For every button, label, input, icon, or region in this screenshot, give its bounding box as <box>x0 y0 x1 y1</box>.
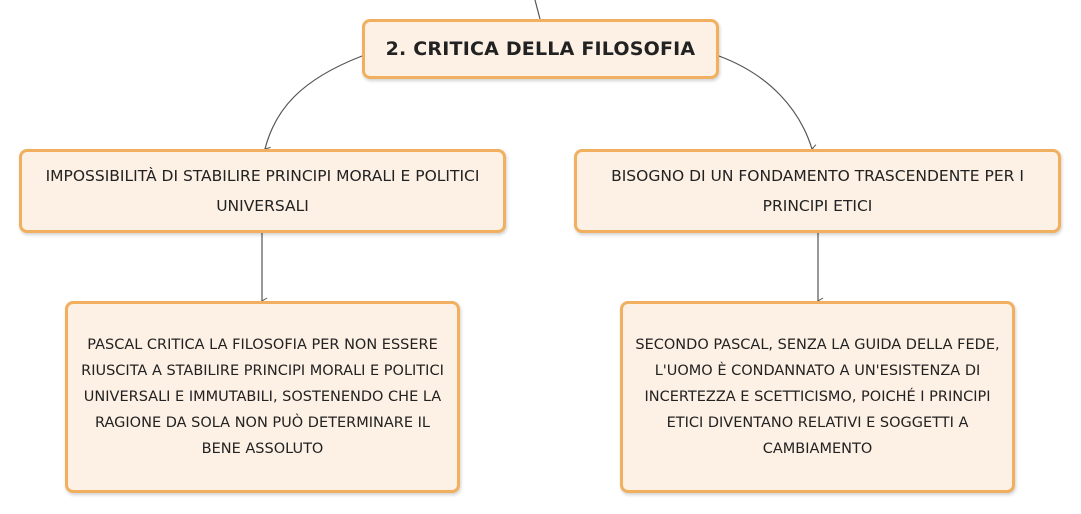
left-detail-node[interactable]: PASCAL CRITICA LA FILOSOFIA PER NON ESSE… <box>65 301 460 493</box>
central-topic-node[interactable]: 2. CRITICA DELLA FILOSOFIA <box>362 19 719 79</box>
connector-from-parent <box>534 0 541 20</box>
right-detail-node[interactable]: SECONDO PASCAL, SENZA LA GUIDA DELLA FED… <box>620 301 1015 493</box>
connector-title-to-right <box>718 55 818 151</box>
connector-title-to-left <box>264 55 363 154</box>
right-subtopic-node[interactable]: BISOGNO DI UN FONDAMENTO TRASCENDENTE PE… <box>574 149 1061 233</box>
left-detail-text: PASCAL CRITICA LA FILOSOFIA PER NON ESSE… <box>81 337 444 457</box>
central-topic-label: 2. CRITICA DELLA FILOSOFIA <box>385 38 696 60</box>
left-subtopic-node[interactable]: IMPOSSIBILITÀ DI STABILIRE PRINCIPI MORA… <box>19 149 506 233</box>
right-detail-text: SECONDO PASCAL, SENZA LA GUIDA DELLA FED… <box>635 337 1000 457</box>
left-subtopic-label: IMPOSSIBILITÀ DI STABILIRE PRINCIPI MORA… <box>45 167 480 215</box>
right-subtopic-label: BISOGNO DI UN FONDAMENTO TRASCENDENTE PE… <box>611 167 1024 215</box>
